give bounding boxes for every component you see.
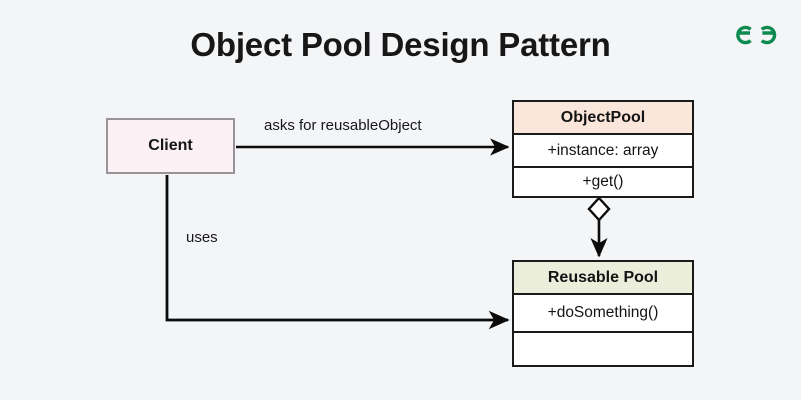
geeksforgeeks-logo-icon	[736, 25, 777, 45]
uml-node-objectpool[interactable]: ObjectPool +instance: array +get()	[512, 100, 694, 198]
aggregation-diamond-icon	[587, 196, 611, 222]
uml-node-objectpool-header: ObjectPool	[514, 102, 692, 133]
geeksforgeeks-logo	[731, 22, 781, 48]
uml-node-reusablepool-method: +doSomething()	[514, 293, 692, 331]
uml-node-reusablepool-empty-row	[514, 331, 692, 365]
edge-objectpool-to-reusablepool	[587, 196, 611, 258]
edge-label-uses: uses	[186, 229, 218, 246]
uml-node-reusablepool[interactable]: Reusable Pool +doSomething()	[512, 260, 694, 367]
edge-client-to-reusablepool	[165, 175, 510, 330]
uml-node-client-header: Client	[148, 137, 193, 154]
uml-node-reusablepool-header: Reusable Pool	[514, 262, 692, 293]
page-title: Object Pool Design Pattern	[190, 26, 611, 63]
uml-node-objectpool-method: +get()	[514, 166, 692, 196]
edge-label-asks-for-reusable-object: asks for reusableObject	[264, 117, 422, 134]
uml-node-objectpool-attribute: +instance: array	[514, 133, 692, 166]
uml-node-client[interactable]: Client	[106, 118, 235, 174]
